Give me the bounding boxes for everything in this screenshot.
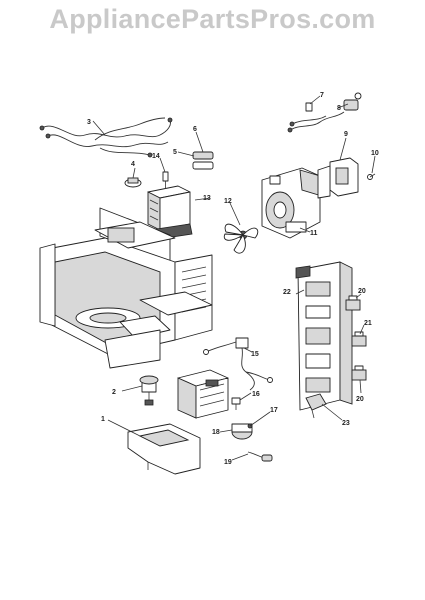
callout-21: 21: [364, 320, 372, 327]
capacitor-harness-part[interactable]: [203, 337, 273, 391]
callout-2: 2: [112, 389, 116, 396]
base-plate-part[interactable]: [127, 423, 201, 475]
callout-16: 16: [252, 391, 260, 398]
callout-5: 5: [173, 149, 177, 156]
oven-cavity-part[interactable]: [39, 207, 213, 369]
callout-1: 1: [101, 416, 105, 423]
callout-15: 15: [251, 351, 259, 358]
callout-23: 23: [342, 420, 350, 427]
fan-motor-part[interactable]: [261, 167, 323, 239]
hv-fuse-part[interactable]: [247, 451, 273, 462]
transformer-part[interactable]: [147, 185, 193, 241]
callout-11: 11: [310, 230, 318, 237]
callout-3: 3: [87, 119, 91, 126]
callout-20-lower: 20: [356, 396, 364, 403]
diode-part[interactable]: [231, 397, 241, 410]
small-screw-part[interactable]: [367, 173, 376, 180]
callout-14: 14: [152, 153, 160, 160]
callout-9: 9: [344, 131, 348, 138]
callout-22: 22: [283, 289, 291, 296]
callout-17: 17: [270, 407, 278, 414]
fan-blade-part[interactable]: [223, 223, 259, 254]
control-panel-frame-part[interactable]: [295, 261, 353, 411]
callout-10: 10: [371, 150, 379, 157]
hv-transformer-part[interactable]: [177, 369, 229, 419]
screw-part[interactable]: [162, 171, 169, 188]
thermal-cutout-part[interactable]: [287, 92, 362, 133]
callout-4: 4: [131, 161, 135, 168]
callout-6: 6: [193, 126, 197, 133]
turntable-motor-part[interactable]: [139, 375, 159, 406]
leader-lines: [92, 95, 376, 461]
wire-harness-part[interactable]: [39, 117, 173, 158]
interlock-switch-middle-part[interactable]: [351, 331, 367, 347]
callout-20-upper: 20: [358, 288, 366, 295]
hv-capacitor-part[interactable]: [231, 423, 253, 440]
callout-19: 19: [224, 459, 232, 466]
bracket-part[interactable]: [317, 157, 359, 199]
interlock-switch-lower-part[interactable]: [351, 365, 367, 381]
site-watermark: AppliancePartsPros.com: [49, 4, 376, 34]
callout-18: 18: [212, 429, 220, 436]
fuse-part[interactable]: [192, 151, 214, 170]
interlock-switch-upper-part[interactable]: [345, 295, 361, 311]
callout-12: 12: [224, 198, 232, 205]
lever-part[interactable]: [305, 393, 327, 419]
callout-8: 8: [337, 105, 341, 112]
thermostat-part[interactable]: [124, 177, 142, 188]
callout-7: 7: [320, 92, 324, 99]
callout-labels: 3 4 14 5 6 7 8 9 10 13 12 11 15 16 17 18…: [87, 92, 379, 466]
callout-13: 13: [203, 195, 211, 202]
